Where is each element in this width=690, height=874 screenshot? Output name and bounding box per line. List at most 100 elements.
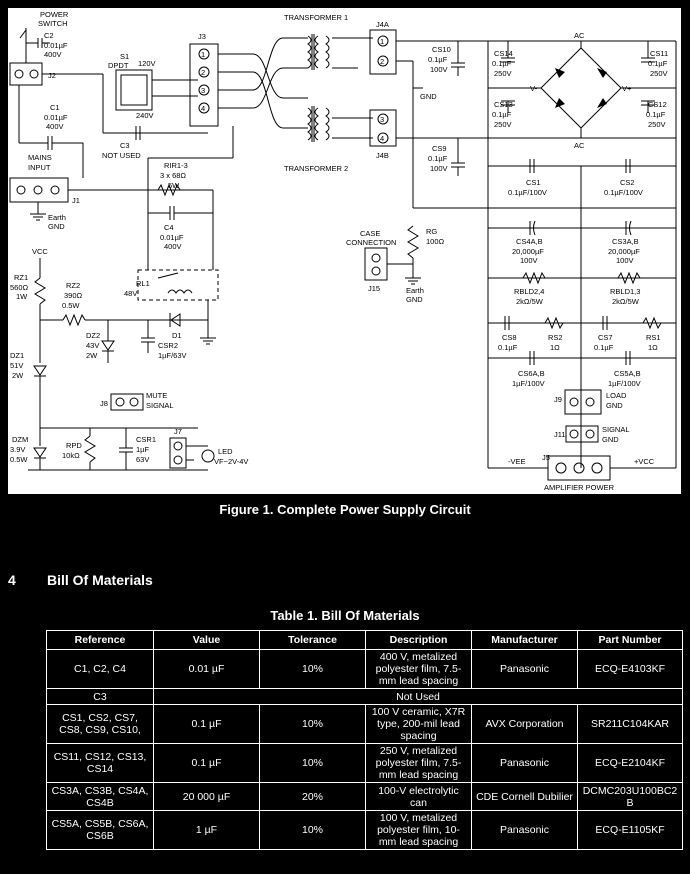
label-cs11-voltage: 250V [650, 69, 668, 78]
cell-tolerance: 20% [259, 782, 366, 811]
label-rpd-value: 10kΩ [62, 451, 80, 460]
label-j2: J2 [48, 71, 56, 80]
label-d1: D1 [172, 331, 182, 340]
label-cs7-value: 0.1µF [594, 343, 614, 352]
table-row: CS3A, CS3B, CS4A, CS4B 20 000 µF 20% 100… [46, 782, 683, 811]
cell-description: 400 V, metalized polyester film, 7.5-mm … [365, 649, 472, 689]
header-value: Value [153, 630, 260, 650]
label-dzm-power: 0.5W [10, 455, 28, 464]
label-power-switch-1: POWER [40, 10, 69, 19]
label-c4: C4 [164, 223, 174, 232]
label-transformer2: TRANSFORMER 2 [284, 164, 348, 173]
label-j4b-pin4: 4 [380, 134, 384, 143]
power-supply-schematic: POWER SWITCH C2 0.01µF 400V J2 C1 0.01µF… [8, 8, 681, 494]
table-row: C3 Not Used [46, 688, 683, 705]
bill-of-materials-table: Reference Value Tolerance Description Ma… [46, 630, 683, 850]
label-mains-input-2: INPUT [28, 163, 51, 172]
label-c4-voltage: 400V [164, 242, 182, 251]
cell-tolerance: 10% [259, 704, 366, 744]
label-earth-gnd-case-1: Earth [406, 286, 424, 295]
cell-description: 100-V electrolytic can [365, 782, 472, 811]
header-tolerance: Tolerance [259, 630, 366, 650]
label-mains-input-1: MAINS [28, 153, 52, 162]
label-j1: J1 [72, 196, 80, 205]
cell-part-number: SR211C104KAR [577, 704, 683, 744]
label-cs12: CS12 [648, 100, 667, 109]
header-description: Description [365, 630, 472, 650]
label-mute-2: SIGNAL [146, 401, 174, 410]
cell-description: 100 V ceramic, X7R type, 200-mil lead sp… [365, 704, 472, 744]
label-cs2-value: 0.1µF/100V [604, 188, 643, 197]
label-power-switch-2: SWITCH [38, 19, 68, 28]
cell-value: 0.01 µF [153, 649, 260, 689]
label-load-gnd-1: LOAD [606, 391, 627, 400]
label-signal-gnd-1: SIGNAL [602, 425, 630, 434]
label-case-connection-2: CONNECTION [346, 238, 396, 247]
label-cs8-value: 0.1µF [498, 343, 518, 352]
label-cs10: CS10 [432, 45, 451, 54]
label-csr2-value: 1µF/63V [158, 351, 187, 360]
cell-reference: C3 [46, 688, 154, 705]
label-j4b: J4B [376, 151, 389, 160]
schematic-wiring [9, 28, 677, 481]
label-cs14: CS14 [494, 49, 513, 58]
label-csr1-value: 1µF [136, 445, 149, 454]
label-j11: J11 [554, 430, 566, 439]
label-j15: J15 [368, 284, 380, 293]
label-c3-note: NOT USED [102, 151, 141, 160]
label-signal-gnd-2: GND [602, 435, 619, 444]
label-dz1-voltage: 51V [10, 361, 23, 370]
cell-part-number: DCMC203U100BC2B [577, 782, 683, 811]
label-cs9-value: 0.1µF [428, 154, 448, 163]
label-led: LED [218, 447, 233, 456]
label-j4a: J4A [376, 20, 389, 29]
label-rg: RG [426, 227, 437, 236]
label-j3: J3 [198, 32, 206, 41]
cell-reference: CS5A, CS5B, CS6A, CS6B [46, 810, 154, 850]
label-rz1-value: 560Ω [10, 283, 29, 292]
label-cs6ab: CS6A,B [518, 369, 545, 378]
label-240v: 240V [136, 111, 154, 120]
label-cs1: CS1 [526, 178, 541, 187]
label-minus-vee: -VEE [508, 457, 526, 466]
label-j7: J7 [174, 427, 182, 436]
label-dzm-voltage: 3.9V [10, 445, 25, 454]
label-cs9-voltage: 100V [430, 164, 448, 173]
label-c1: C1 [50, 103, 60, 112]
label-earth-gnd-2: GND [48, 222, 65, 231]
label-cs12-value: 0.1µF [646, 110, 666, 119]
label-cs11-value: 0.1µF [648, 59, 668, 68]
cell-tolerance: 10% [259, 743, 366, 783]
cell-note: Not Used [153, 688, 683, 705]
label-cs5ab-value: 1µF/100V [608, 379, 641, 388]
cell-part-number: ECQ-E2104KF [577, 743, 683, 783]
section-number: 4 [8, 572, 16, 588]
label-rg-value: 100Ω [426, 237, 445, 246]
label-rl1-voltage: 48V [124, 289, 137, 298]
cell-value: 20 000 µF [153, 782, 260, 811]
bridge-diodes [555, 68, 607, 108]
label-cs3ab-value: 20,000µF [608, 247, 640, 256]
cell-tolerance: 10% [259, 810, 366, 850]
label-cs13-value: 0.1µF [492, 110, 512, 119]
label-rs1-value: 1Ω [648, 343, 658, 352]
label-cs12-voltage: 250V [648, 120, 666, 129]
label-rpd: RPD [66, 441, 82, 450]
cell-tolerance: 10% [259, 649, 366, 689]
label-v-minus: V- [530, 84, 538, 93]
label-mute-1: MUTE [146, 391, 167, 400]
label-cs10-value: 0.1µF [428, 55, 448, 64]
table-row: CS5A, CS5B, CS6A, CS6B 1 µF 10% 100 V, m… [46, 810, 683, 850]
label-led-vf: VF~2V-4V [214, 457, 248, 466]
label-cs14-value: 0.1µF [492, 59, 512, 68]
label-dzm: DZM [12, 435, 28, 444]
cell-value: 1 µF [153, 810, 260, 850]
label-cs4ab-value: 20,000µF [512, 247, 544, 256]
label-j3-pin1: 1 [201, 50, 205, 59]
label-cs9: CS9 [432, 144, 447, 153]
cell-reference: CS1, CS2, CS7, CS8, CS9, CS10, [46, 704, 154, 744]
label-cs14-voltage: 250V [494, 69, 512, 78]
figure-caption: Figure 1. Complete Power Supply Circuit [219, 502, 471, 517]
label-j4b-pin3: 3 [380, 115, 384, 124]
label-cs1-value: 0.1µF/100V [508, 188, 547, 197]
